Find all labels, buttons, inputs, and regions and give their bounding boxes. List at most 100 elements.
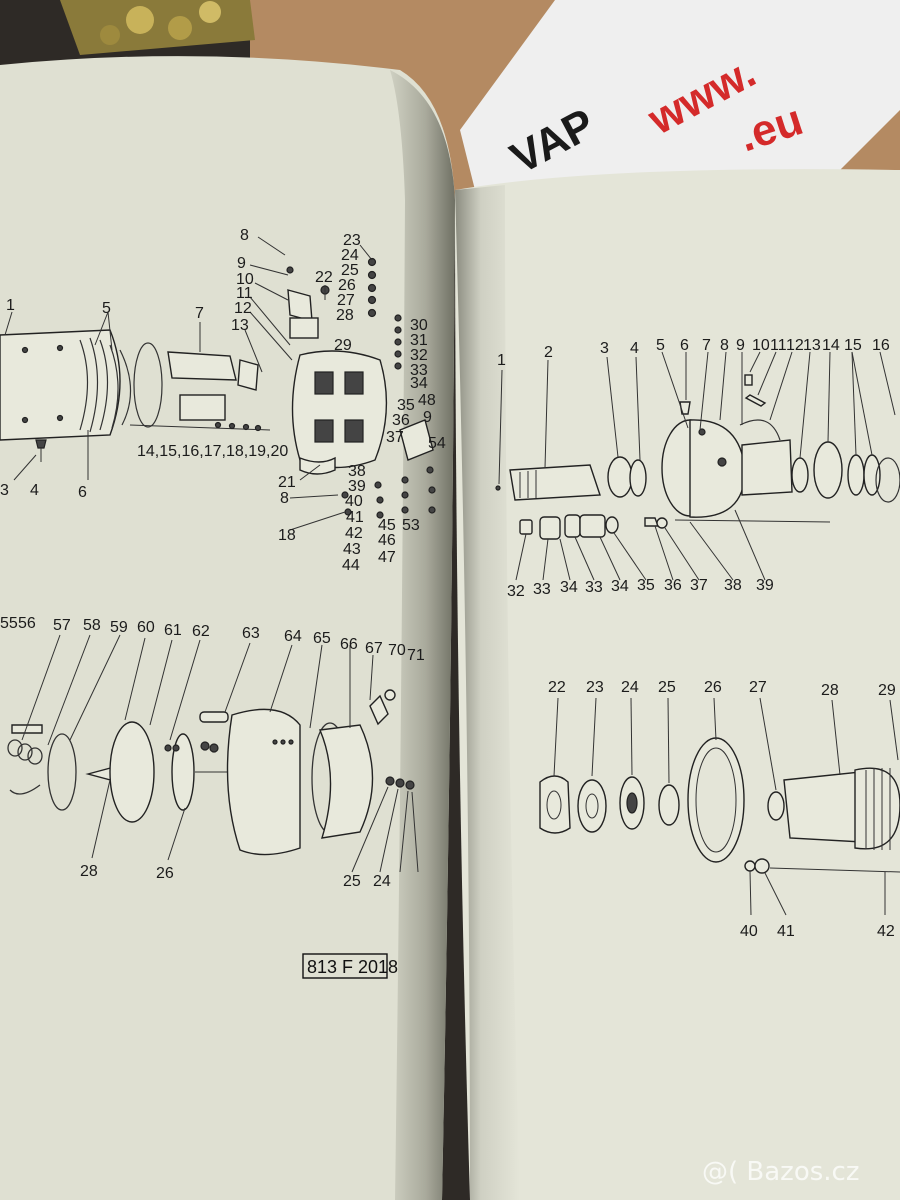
- left-upper-leaders: [4, 236, 373, 531]
- right-lower-diagram: [539, 737, 900, 874]
- callout: 39: [348, 478, 366, 495]
- callout: 35: [637, 577, 655, 594]
- callout: 34: [560, 579, 578, 596]
- callout: 29: [878, 682, 896, 699]
- callout: 1: [6, 297, 15, 314]
- right-page-callouts-bottom: 22 23 24 25 26 27 28 29 40 41 42: [548, 679, 896, 940]
- callout: 65: [313, 630, 331, 647]
- watermark: @( Bazos.cz: [702, 1157, 860, 1187]
- callout: 43: [343, 541, 361, 558]
- callout: 8: [280, 490, 289, 507]
- callout: 35: [397, 397, 415, 414]
- callout: 42: [877, 923, 895, 940]
- callout: 41: [346, 509, 364, 526]
- callout: 12: [234, 300, 252, 317]
- callout: 6: [78, 484, 87, 501]
- callout: 61: [164, 622, 182, 639]
- callout: 62: [192, 623, 210, 640]
- callout: 37: [386, 429, 404, 446]
- callout: 42: [345, 525, 363, 542]
- callout: 23: [343, 232, 361, 249]
- right-lower-leaders: [553, 697, 899, 916]
- callout: 60: [137, 619, 155, 636]
- callout: 38: [348, 463, 366, 480]
- callout: 23: [586, 679, 604, 696]
- right-upper-diagram: [495, 374, 900, 540]
- callout: 48: [418, 392, 436, 409]
- callout: 34: [410, 375, 428, 392]
- callout: 44: [342, 557, 360, 574]
- callout: 28: [336, 307, 354, 324]
- callout: 18: [278, 527, 296, 544]
- callout: 7: [195, 305, 204, 322]
- callout: 46: [378, 532, 396, 549]
- callout: 38: [724, 577, 742, 594]
- callout: 59: [110, 619, 128, 636]
- callout: 32: [507, 583, 525, 600]
- callout: 26: [156, 865, 174, 882]
- callout: 1: [497, 352, 506, 369]
- callout: 54: [428, 435, 446, 452]
- callout: 13: [231, 317, 249, 334]
- callout: 64: [284, 628, 302, 645]
- callout: 55: [0, 615, 18, 632]
- callout: 33: [585, 579, 603, 596]
- callout: 26: [704, 679, 722, 696]
- callout: 6: [680, 337, 689, 354]
- left-page-callouts: 8 9 10 11 12 13 7 5 1 22 23 24 25 26 27 …: [0, 227, 446, 890]
- callout: 28: [821, 682, 839, 699]
- callout: 8: [720, 337, 729, 354]
- callout: 15: [844, 337, 862, 354]
- callout: 13: [803, 337, 821, 354]
- callout: 63: [242, 625, 260, 642]
- callout: 29: [334, 337, 352, 354]
- callout: 57: [53, 617, 71, 634]
- callout: 9: [736, 337, 745, 354]
- callout: 36: [664, 577, 682, 594]
- callout: 24: [373, 873, 391, 890]
- callout: 33: [410, 362, 428, 379]
- callout: 16: [872, 337, 890, 354]
- callout: 32: [410, 347, 428, 364]
- callout: 4: [30, 482, 39, 499]
- callout: 39: [756, 577, 774, 594]
- callout: 66: [340, 636, 358, 653]
- left-lower-leaders: [21, 634, 419, 873]
- callout: 22: [548, 679, 566, 696]
- callout: 31: [410, 332, 428, 349]
- callout: 10: [752, 337, 770, 354]
- reference-code: 813 F 2018: [307, 957, 398, 977]
- callout: 28: [80, 863, 98, 880]
- callout: 22: [315, 269, 333, 286]
- callout: 9: [423, 409, 432, 426]
- reference-code-box: 813 F 2018: [302, 953, 398, 979]
- callout: 11: [770, 337, 787, 354]
- callout: 70: [388, 642, 406, 659]
- callout: 10: [236, 271, 254, 288]
- callout: 11: [236, 285, 253, 302]
- callout: 14,15,16,17,18,19,20: [137, 443, 288, 460]
- callout: 7: [702, 337, 711, 354]
- callout: 3: [600, 340, 609, 357]
- callout: 25: [658, 679, 676, 696]
- printed-box: [460, 0, 900, 210]
- callout: 14: [822, 337, 840, 354]
- callout: 8: [240, 227, 249, 244]
- callout: 3: [0, 482, 9, 499]
- callout: 33: [533, 581, 551, 598]
- callout: 25: [341, 262, 359, 279]
- callout: 41: [777, 923, 795, 940]
- callout: 71: [407, 647, 425, 664]
- callout: 24: [621, 679, 639, 696]
- callout: 67: [365, 640, 383, 657]
- callout: 5: [102, 300, 111, 317]
- left-upper-diagram: [0, 257, 436, 519]
- callout: 40: [740, 923, 758, 940]
- callout: 5: [656, 337, 665, 354]
- callout: 21: [278, 474, 296, 491]
- left-lower-diagram: [7, 689, 415, 856]
- callout: 40: [345, 493, 363, 510]
- callout: 56: [18, 615, 36, 632]
- callout: 12: [786, 337, 804, 354]
